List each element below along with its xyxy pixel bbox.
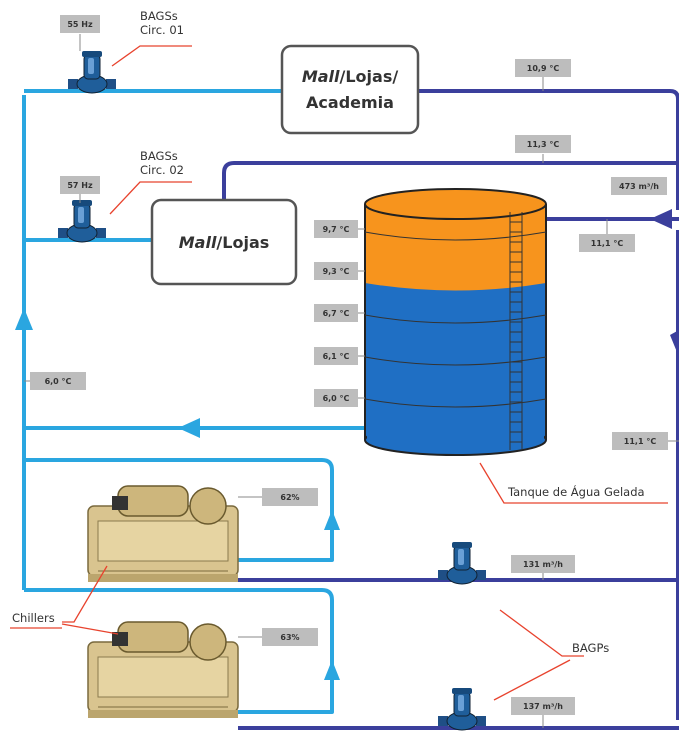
tag-return-mall-lojas: 11,3 °C	[515, 135, 571, 153]
pump-primary-2[interactable]	[437, 687, 487, 731]
tag-primary-flow-2: 137 m³/h	[511, 697, 575, 715]
tag-tank-inlet-temp: 11,1 °C	[579, 234, 635, 252]
label-bagss-circ01-line2: Circ. 01	[140, 23, 184, 37]
svg-text:6,0 °C: 6,0 °C	[45, 377, 72, 386]
tank-top	[364, 188, 547, 220]
load-academia-text: Academia	[306, 93, 394, 112]
arrow-up-supply	[15, 308, 33, 330]
tag-tank-level-2: 9,3 °C	[314, 262, 358, 280]
arrow-left-supply	[178, 418, 200, 438]
tank-thermocline	[365, 283, 546, 291]
tag-pump-circ02-freq: 57 Hz	[60, 176, 100, 194]
svg-text:11,1 °C: 11,1 °C	[624, 437, 657, 446]
load-mall-italic: Mall	[302, 67, 340, 86]
chiller-2[interactable]	[87, 621, 239, 719]
load-box-mall-academia: Mall/Lojas/ Academia	[280, 44, 420, 135]
svg-text:57 Hz: 57 Hz	[67, 181, 93, 190]
svg-text:473 m³/h: 473 m³/h	[619, 182, 659, 191]
arrow-down-return	[670, 330, 679, 357]
svg-text:11,1 °C: 11,1 °C	[591, 239, 624, 248]
chiller-1[interactable]	[87, 485, 239, 583]
svg-text:6,1 °C: 6,1 °C	[323, 352, 350, 361]
label-tank: Tanque de Água Gelada	[507, 484, 645, 499]
label-chillers: Chillers	[12, 611, 55, 625]
cold-supply-pipes	[22, 89, 365, 714]
chilled-water-tank	[364, 188, 547, 456]
chiller2-supply-loop	[24, 588, 334, 714]
tag-primary-flow-1: 131 m³/h	[511, 555, 575, 573]
chiller-2-icon	[87, 621, 239, 719]
label-bagss-circ02-line2: Circ. 02	[140, 163, 184, 177]
tag-tank-level-3: 6,7 °C	[314, 304, 358, 322]
svg-text:6,7 °C: 6,7 °C	[323, 309, 350, 318]
tag-tank-inlet-flow: 473 m³/h	[611, 177, 667, 195]
svg-text:131 m³/h: 131 m³/h	[523, 560, 563, 569]
value-tags: 55 Hz 57 Hz 10,9 °C 11,3 °C 473 m³/h 11,…	[30, 15, 668, 715]
svg-text:Mall/Lojas: Mall/Lojas	[179, 233, 270, 252]
svg-text:137 m³/h: 137 m³/h	[523, 702, 563, 711]
pump-circ02-icon	[57, 199, 107, 243]
arrow-up-chiller1	[324, 510, 340, 530]
svg-text:9,7 °C: 9,7 °C	[323, 225, 350, 234]
chiller1-supply-loop	[24, 458, 334, 562]
tag-chiller1-load: 62%	[262, 488, 318, 506]
tag-tank-level-4: 6,1 °C	[314, 347, 358, 365]
pump-circ02[interactable]	[57, 199, 107, 243]
return-mall-academia	[418, 89, 679, 210]
svg-text:55 Hz: 55 Hz	[67, 20, 93, 29]
label-pointers	[10, 45, 668, 701]
svg-text:6,0 °C: 6,0 °C	[323, 394, 350, 403]
tag-chiller-return-temp: 11,1 °C	[612, 432, 668, 450]
label-bagps: BAGPs	[572, 641, 609, 655]
svg-text:11,3 °C: 11,3 °C	[527, 140, 560, 149]
pump-circ01-icon	[67, 50, 117, 94]
flow-arrows	[15, 209, 679, 680]
tag-supply-temp: 6,0 °C	[30, 372, 86, 390]
load2-lojas-text: /Lojas	[216, 233, 269, 252]
load-box-mall-lojas: Mall/Lojas	[150, 198, 298, 286]
tag-return-mall-academia: 10,9 °C	[515, 59, 571, 77]
pump-primary-1[interactable]	[437, 541, 487, 585]
tag-tank-level-5: 6,0 °C	[314, 389, 358, 407]
label-bagss-circ01-line1: BAGSs	[140, 9, 178, 23]
pump-primary-2-icon	[437, 687, 487, 731]
tank-ladder	[509, 212, 523, 450]
pump-primary-1-icon	[437, 541, 487, 585]
load-lojas-text: /Lojas/	[340, 67, 399, 86]
svg-text:62%: 62%	[280, 493, 299, 502]
pump-circ01[interactable]	[67, 50, 117, 94]
chiller-1-icon	[87, 485, 239, 583]
label-bagss-circ02-line1: BAGSs	[140, 149, 178, 163]
svg-text:Mall/Lojas/: Mall/Lojas/	[302, 67, 399, 86]
tag-chiller2-load: 63%	[262, 628, 318, 646]
text-labels: BAGSs Circ. 01 BAGSs Circ. 02 Tanque de …	[12, 9, 645, 655]
svg-text:63%: 63%	[280, 633, 299, 642]
svg-text:10,9 °C: 10,9 °C	[527, 64, 560, 73]
arrow-left-tank-inlet	[650, 209, 672, 229]
tag-pump-circ01-freq: 55 Hz	[60, 15, 100, 33]
return-mall-lojas	[222, 161, 679, 200]
load2-mall-italic: Mall	[179, 233, 217, 252]
arrow-up-chiller2	[324, 660, 340, 680]
tag-tank-level-1: 9,7 °C	[314, 220, 358, 238]
svg-text:9,3 °C: 9,3 °C	[323, 267, 350, 276]
